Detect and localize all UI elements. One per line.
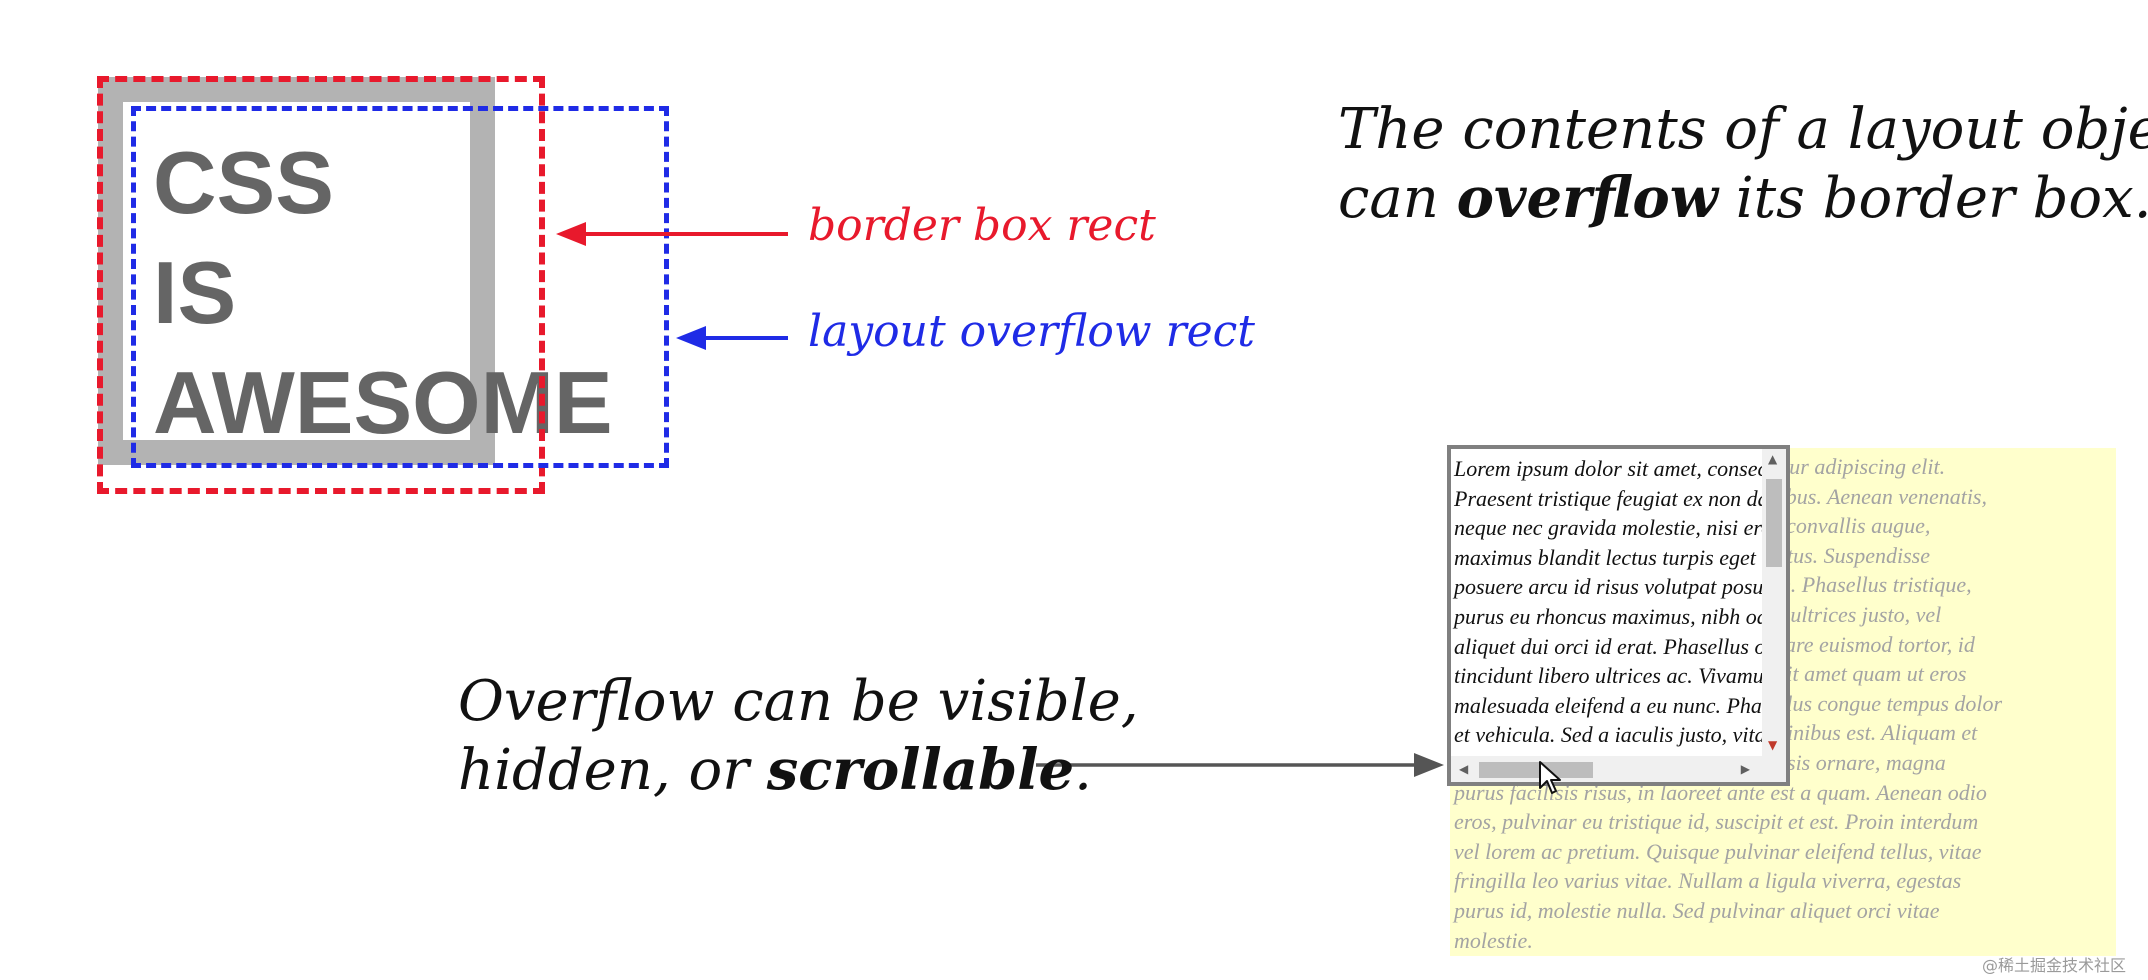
headline-line-1: The contents of a layout object <box>1338 97 2148 162</box>
scroll-line: malesuada eleifend a eu nunc. Phasellus … <box>1454 692 1786 718</box>
scroll-line: neque nec gravida molestie, nisi eros co… <box>1454 515 1786 541</box>
watermark: @稀土掘金技术社区 <box>1982 956 2127 975</box>
scroll-up-icon[interactable]: ▲ <box>1768 452 1778 466</box>
scroll-right-icon[interactable]: ▶ <box>1740 762 1750 776</box>
mouse-cursor-icon <box>1539 761 1561 794</box>
layout-overflow-label: layout overflow rect <box>808 306 1255 357</box>
vertical-scrollbar[interactable]: ▲ ▼ <box>1762 449 1786 756</box>
scroll-line: et vehicula. Sed a iaculis justo, vitae … <box>1454 722 1786 748</box>
scroll-down-icon[interactable]: ▼ <box>1768 738 1778 752</box>
overflow-line: fringilla leo varius vitae. Nullam a lig… <box>1454 868 1962 894</box>
box-text-line-2: IS <box>153 243 237 342</box>
scroll-line: purus eu rhoncus maximus, nibh odio ultr… <box>1454 603 1786 629</box>
scroll-line: posuere arcu id risus volutpat posuere. … <box>1454 574 1790 600</box>
headline-emphasis: overflow <box>1456 165 1718 231</box>
border-box-label: border box rect <box>808 200 1156 251</box>
css-awesome-text: CSS IS AWESOME <box>153 128 613 458</box>
scroll-line: tincidunt libero ultrices ac. Vivamus si… <box>1454 663 1786 689</box>
horizontal-scrollbar[interactable]: ◀ ▶ <box>1451 756 1786 782</box>
scrollable-content: Lorem ipsum dolor sit amet, consectetur … <box>1454 454 1790 750</box>
vertical-scroll-thumb[interactable] <box>1766 479 1782 567</box>
headline-line-2-pre: can <box>1338 166 1457 231</box>
layout-overflow-arrow <box>676 326 788 350</box>
headline-line-2-post: its border box. <box>1717 166 2148 231</box>
overflow-line: molestie. <box>1454 927 1533 953</box>
scrollable-box[interactable]: Lorem ipsum dolor sit amet, consectetur … <box>1447 445 1790 786</box>
border-box-rect-outline <box>97 76 545 494</box>
caption-line-2-post: . <box>1074 738 1092 803</box>
caption-emphasis: scrollable <box>766 737 1075 803</box>
overflow-line: eros, pulvinar eu tristique id, suscipit… <box>1454 809 1979 835</box>
layout-overflow-rect-outline <box>131 106 669 468</box>
scroll-left-icon[interactable]: ◀ <box>1459 762 1469 776</box>
headline: The contents of a layout object can over… <box>1338 96 2148 233</box>
caption-line-2: hidden, or scrollable. <box>458 736 1139 805</box>
caption-line-1: Overflow can be visible, <box>458 669 1139 734</box>
headline-line-2: can overflow its border box. <box>1338 164 2148 233</box>
scroll-line: Praesent tristique feugiat ex non dapibu… <box>1454 485 1786 511</box>
overflow-caption: Overflow can be visible, hidden, or scro… <box>458 668 1139 805</box>
box-text-line-3: AWESOME <box>153 353 613 452</box>
scroll-line: Lorem ipsum dolor sit amet, consectetur … <box>1454 456 1790 481</box>
overflow-line: vel lorem ac pretium. Quisque pulvinar e… <box>1454 838 1982 864</box>
border-box-arrow <box>556 222 788 246</box>
scroll-line: aliquet dui orci id erat. Phasellus orna… <box>1454 633 1786 659</box>
scrollable-arrow <box>1036 753 1444 777</box>
caption-line-2-pre: hidden, or <box>458 738 767 803</box>
overflow-line: purus id, molestie nulla. Sed pulvinar a… <box>1454 897 1940 923</box>
box-text-line-1: CSS <box>153 133 334 232</box>
horizontal-scroll-thumb[interactable] <box>1479 762 1593 778</box>
scroll-line: maximus blandit lectus turpis eget metus… <box>1454 544 1786 570</box>
